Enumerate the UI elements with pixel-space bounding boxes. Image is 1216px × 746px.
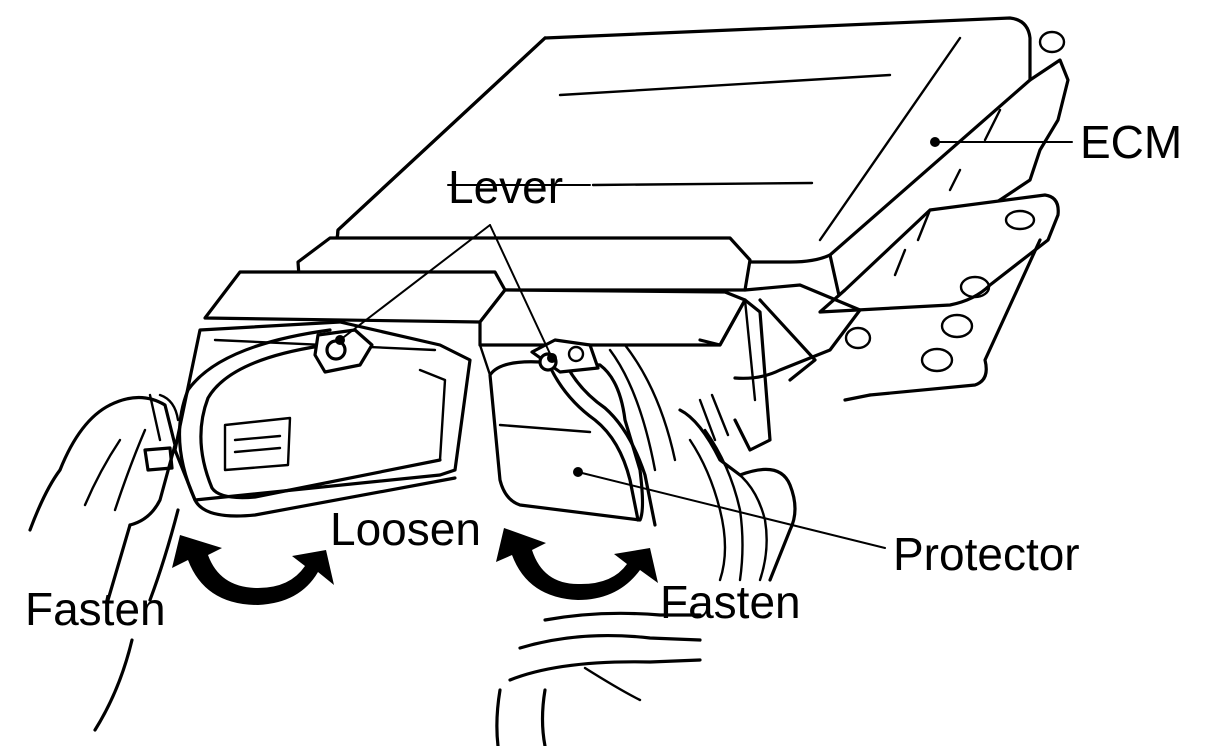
rotation-arrow-left (172, 535, 334, 605)
leader-lines (335, 137, 1073, 549)
ecm-unit (333, 16, 1070, 402)
fasten-right-label: Fasten (660, 576, 801, 628)
left-harness (28, 393, 180, 732)
ecm-label: ECM (1080, 116, 1182, 168)
left-connector (143, 320, 472, 518)
connector-housing (203, 236, 772, 452)
protector-label: Protector (893, 528, 1080, 580)
right-harness (495, 393, 797, 746)
rotation-arrow-right (496, 528, 658, 600)
fasten-left-label: Fasten (25, 583, 166, 635)
lever-label: Lever (448, 161, 563, 213)
protector-connector (478, 338, 677, 527)
loosen-label: Loosen (330, 503, 481, 555)
